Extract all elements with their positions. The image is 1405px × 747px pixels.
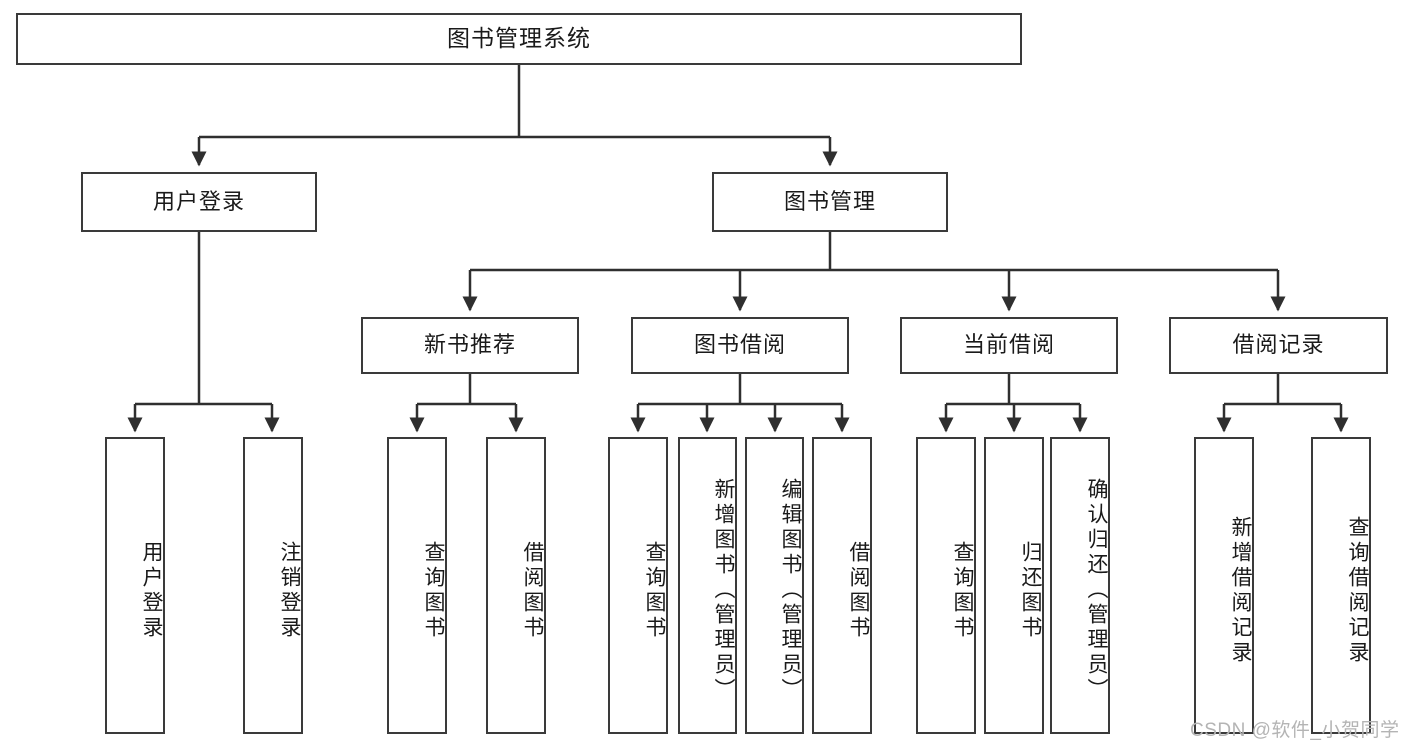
leaf-return-book[interactable]: 归还图书 — [984, 437, 1044, 734]
leaf-user-login[interactable]: 用户登录 — [105, 437, 165, 734]
leaf-query-book-cb[interactable]: 查询图书 — [916, 437, 976, 734]
csdn-watermark: CSDN @软件_小贺同学 — [1190, 720, 1400, 741]
leaf-logout[interactable]: 注销登录 — [243, 437, 303, 734]
node-root[interactable]: 图书管理系统 — [16, 13, 1022, 65]
leaf-add-book[interactable]: 新增图书（管理员） — [678, 437, 737, 734]
leaf-edit-book[interactable]: 编辑图书（管理员） — [745, 437, 804, 734]
node-book-manage[interactable]: 图书管理 — [712, 172, 948, 232]
leaf-add-record[interactable]: 新增借阅记录 — [1194, 437, 1254, 734]
leaf-borrow-book-bb[interactable]: 借阅图书 — [812, 437, 872, 734]
leaf-borrow-book-rec[interactable]: 借阅图书 — [486, 437, 546, 734]
leaf-query-record[interactable]: 查询借阅记录 — [1311, 437, 1371, 734]
node-new-book-rec[interactable]: 新书推荐 — [361, 317, 579, 374]
leaf-confirm-return[interactable]: 确认归还（管理员） — [1050, 437, 1110, 734]
leaf-query-book-bb[interactable]: 查询图书 — [608, 437, 668, 734]
leaf-query-book-rec[interactable]: 查询图书 — [387, 437, 447, 734]
node-book-borrow[interactable]: 图书借阅 — [631, 317, 849, 374]
node-user-login[interactable]: 用户登录 — [81, 172, 317, 232]
node-current-borrow[interactable]: 当前借阅 — [900, 317, 1118, 374]
node-borrow-record[interactable]: 借阅记录 — [1169, 317, 1388, 374]
